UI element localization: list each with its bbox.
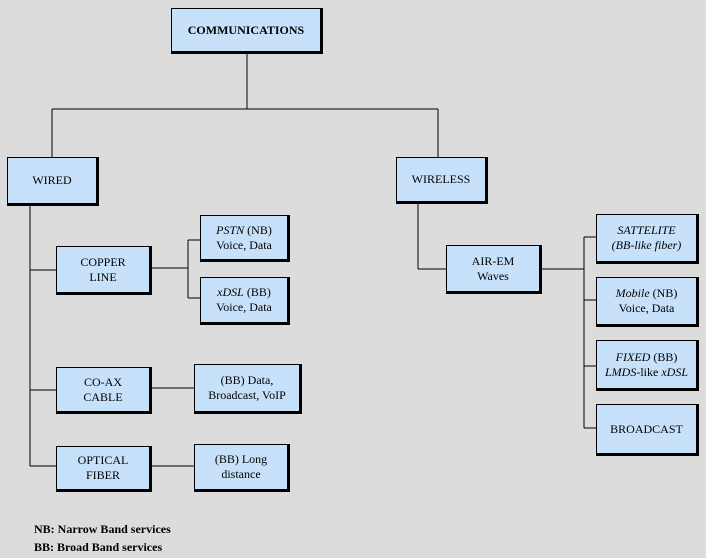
fixed-node: FIXED (BB) LMDS-like xDSL [596, 340, 699, 391]
mobile-name: Mobile [615, 286, 650, 300]
wired-label: WIRED [32, 173, 72, 187]
satellite-line1: SATTELITE [617, 223, 676, 237]
fixed-desc-xdsl: xDSL [661, 364, 688, 379]
fixed-tag: (BB) [650, 349, 678, 364]
coax-line1: CO-AX [84, 374, 122, 389]
satellite-line2: (BB-like fiber) [611, 238, 682, 252]
pstn-title: PSTN (NB) [216, 223, 272, 238]
pstn-desc: Voice, Data [216, 237, 272, 252]
xdsl-desc: Voice, Data [216, 300, 272, 314]
fixed-title: FIXED (BB) [616, 350, 678, 365]
fixed-desc-like: -like [636, 364, 662, 379]
pstn-name: PSTN [216, 222, 245, 237]
fiber-desc1: (BB) Long [214, 452, 268, 466]
xdsl-title: xDSL (BB) [217, 285, 271, 300]
pstn-tag: (NB) [244, 222, 272, 237]
coax-desc-node: (BB) Data, Broadcast, VoIP [194, 364, 302, 414]
copper-line-node: COPPER LINE [56, 246, 152, 295]
fiber-line1: OPTICAL [77, 453, 129, 467]
copper-line1: COPPER [80, 254, 126, 269]
wired-node: WIRED [7, 157, 99, 206]
coax-cable-node: CO-AX CABLE [56, 367, 152, 414]
satellite-node: SATTELITE (BB-like fiber) [596, 214, 699, 264]
copper-line2: LINE [89, 269, 117, 284]
airem-line1: AIR-EM [471, 253, 515, 268]
coax-desc1: (BB) Data, [220, 373, 274, 387]
xdsl-name: xDSL [217, 285, 244, 299]
wireless-label: WIRELESS [411, 172, 471, 186]
pstn-node: PSTN (NB) Voice, Data [200, 215, 290, 262]
coax-desc2: Broadcast, VoIP [208, 388, 286, 402]
fixed-desc: LMDS-like xDSL [605, 365, 688, 380]
xdsl-node: xDSL (BB) Voice, Data [200, 277, 290, 325]
communications-label: COMMUNICATIONS [187, 22, 305, 37]
fiber-desc2: distance [221, 467, 261, 481]
legend-nb: NB: Narrow Band services [34, 522, 171, 536]
airem-line2: Waves [477, 268, 509, 283]
mobile-desc: Voice, Data [618, 301, 675, 315]
coax-line2: CABLE [83, 389, 123, 404]
air-em-waves-node: AIR-EM Waves [446, 245, 542, 294]
mobile-title: Mobile (NB) [616, 286, 678, 301]
fixed-name: FIXED [615, 349, 651, 364]
wireless-node: WIRELESS [396, 157, 488, 204]
broadcast-node: BROADCAST [596, 404, 699, 456]
fixed-desc-lmds: LMDS [604, 364, 637, 379]
mobile-tag: (NB) [649, 286, 678, 300]
xdsl-tag: (BB) [243, 285, 271, 299]
mobile-node: Mobile (NB) Voice, Data [596, 277, 699, 327]
optical-fiber-node: OPTICAL FIBER [56, 446, 152, 492]
legend-bb: BB: Broad Band services [34, 540, 163, 554]
broadcast-label: BROADCAST [610, 421, 683, 436]
communications-node: COMMUNICATIONS [171, 8, 323, 54]
fiber-desc-node: (BB) Long distance [194, 444, 290, 492]
fiber-line2: FIBER [85, 468, 120, 482]
